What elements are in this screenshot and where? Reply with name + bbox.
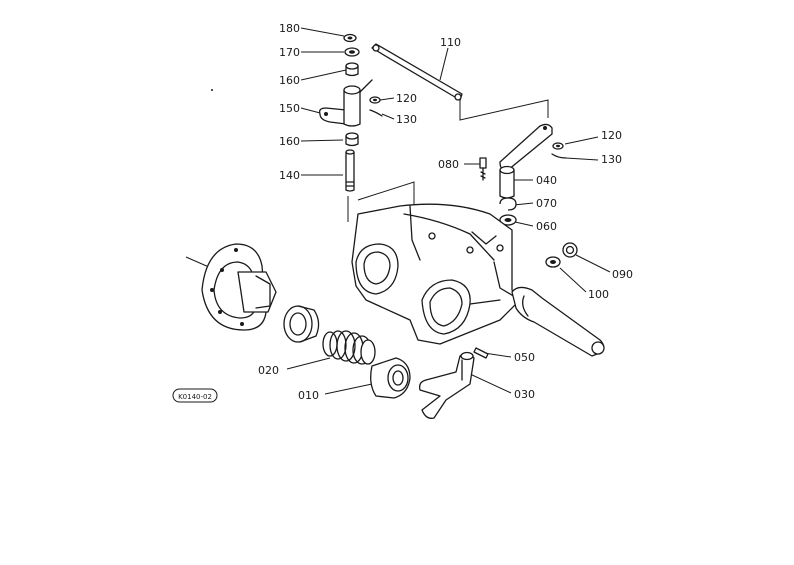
callout-160-top: 160 xyxy=(279,74,300,87)
nut-180 xyxy=(343,33,357,43)
shaft-040 xyxy=(499,165,515,199)
bolt-080 xyxy=(479,157,487,181)
callout-050: 050 xyxy=(514,351,535,364)
clip-120-top xyxy=(369,96,381,104)
callout-160-bottom: 160 xyxy=(279,135,300,148)
stray-dot xyxy=(211,89,213,91)
cap-090 xyxy=(562,242,578,258)
transmission-housing xyxy=(351,203,521,345)
ring-070 xyxy=(499,197,517,211)
callout-labels: 180 170 160 150 160 140 110 120 130 120 … xyxy=(258,22,633,402)
callout-110: 110 xyxy=(440,36,461,49)
stamp-code-text: K0140-02 xyxy=(178,393,212,401)
pin-140 xyxy=(345,149,355,192)
shift-fork-030 xyxy=(418,351,475,419)
callout-130-top: 130 xyxy=(396,113,417,126)
output-shaft xyxy=(511,286,605,357)
washer-100 xyxy=(545,256,561,268)
callout-100: 100 xyxy=(588,288,609,301)
callout-060: 060 xyxy=(536,220,557,233)
callout-020: 020 xyxy=(258,364,279,377)
clip-120-right xyxy=(552,142,564,150)
assembly-lines xyxy=(347,99,549,222)
callout-150: 150 xyxy=(279,102,300,115)
lever-arm-right xyxy=(499,123,553,171)
callout-130-right: 130 xyxy=(601,153,622,166)
callout-080: 080 xyxy=(438,158,459,171)
rod-110 xyxy=(371,43,463,101)
callout-120-top: 120 xyxy=(396,92,417,105)
pin-stack xyxy=(318,33,373,192)
bushing-160-top xyxy=(345,62,359,77)
pin-130-top xyxy=(369,109,383,117)
bearing-020 xyxy=(283,305,320,343)
callout-180: 180 xyxy=(279,22,300,35)
diagram-code-stamp: K0140-02 xyxy=(172,388,218,403)
callout-040: 040 xyxy=(536,174,557,187)
callout-090: 090 xyxy=(612,268,633,281)
arm-150 xyxy=(318,79,373,127)
seal-060 xyxy=(499,214,517,226)
callout-170: 170 xyxy=(279,46,300,59)
callout-070: 070 xyxy=(536,197,557,210)
callout-120-right: 120 xyxy=(601,129,622,142)
callout-010: 010 xyxy=(298,389,319,402)
pin-130-right xyxy=(551,153,567,159)
differential-flange xyxy=(201,243,277,331)
washer-170 xyxy=(344,47,360,57)
coil-spring xyxy=(322,330,376,365)
bushing-160-bottom xyxy=(345,132,359,147)
pin-050 xyxy=(473,347,489,359)
callout-030: 030 xyxy=(514,388,535,401)
callout-140: 140 xyxy=(279,169,300,182)
coupler-010 xyxy=(370,357,411,399)
